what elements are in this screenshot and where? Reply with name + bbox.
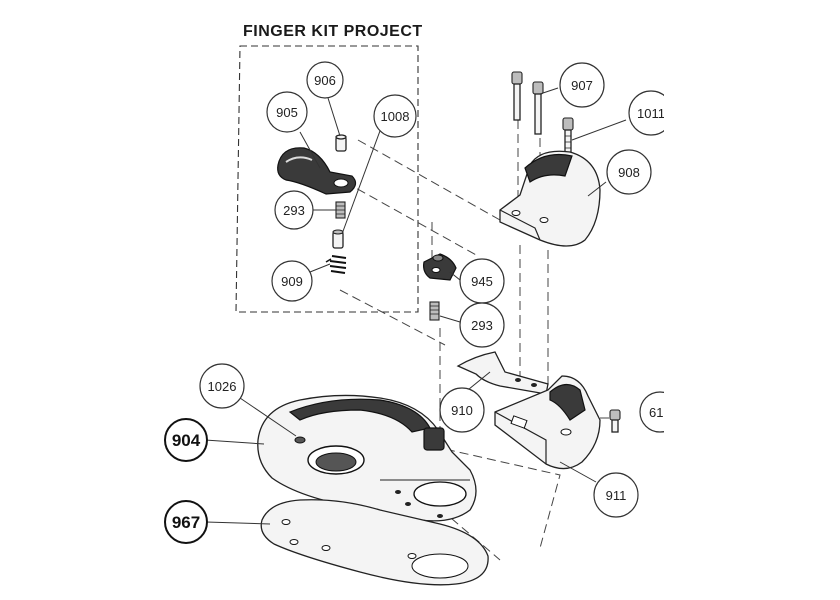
guide-line [339, 289, 446, 346]
leader-945 [449, 271, 461, 281]
leader-911 [559, 461, 597, 483]
part-911-finger-holder [494, 375, 601, 470]
callout-905: 905 [266, 91, 308, 133]
callout-1011: 1011 [628, 90, 674, 136]
part-910-finger-blade [456, 351, 549, 395]
callout-label: 905 [276, 105, 298, 120]
guide-line [344, 181, 479, 257]
callout-1026: 1026 [199, 363, 245, 409]
finger-kit-boundary [235, 45, 419, 313]
callout-label: 293 [283, 203, 305, 218]
part-904-base-plate [257, 394, 477, 522]
part-906-sleeve [335, 134, 347, 152]
guide-line [404, 439, 561, 549]
callout-label: 904 [172, 431, 201, 450]
part-907-cap-screws [511, 71, 544, 135]
leader-1011 [571, 119, 627, 141]
callout-label: 1011 [637, 106, 665, 121]
callout-967: 967 [164, 500, 208, 544]
part-1011-cap-screw [562, 117, 574, 165]
leader-1008 [341, 119, 385, 235]
callout-945: 945 [459, 258, 505, 304]
callout-909: 909 [271, 260, 313, 302]
callout-293-kit: 293 [274, 190, 314, 230]
page-margin [664, 0, 840, 600]
diagram-title: FINGER KIT PROJECT [243, 23, 423, 40]
callout-910: 910 [439, 387, 485, 433]
callout-label: 908 [618, 165, 640, 180]
leader-967 [205, 521, 271, 525]
callout-label: 907 [571, 78, 593, 93]
leader-293 [439, 315, 461, 323]
part-967-bottom-plate [260, 499, 489, 586]
leader-905 [299, 131, 321, 169]
callout-label: 910 [451, 403, 473, 418]
callout-label: 967 [172, 513, 200, 532]
callout-label: 909 [281, 274, 303, 289]
callout-908: 908 [606, 149, 652, 195]
callout-label: 1008 [381, 109, 410, 124]
part-1008-pin [332, 229, 344, 249]
callout-904: 904 [164, 418, 208, 462]
leader-909 [309, 263, 331, 273]
part-293-set-screw-kit [335, 201, 346, 219]
callout-293: 293 [459, 302, 505, 348]
callout-906: 906 [306, 61, 344, 99]
leader-907 [539, 87, 559, 95]
callout-label: 1026 [208, 379, 237, 394]
callout-1008: 1008 [373, 94, 417, 138]
leader-904 [204, 439, 265, 445]
part-909-spring [325, 255, 347, 274]
part-908-housing [499, 150, 601, 247]
callout-label: 293 [471, 318, 493, 333]
guide-line [357, 139, 501, 221]
callout-label: 911 [606, 488, 627, 503]
leader-1026 [239, 397, 297, 437]
callout-907: 907 [559, 62, 605, 108]
part-905-finger-lever [277, 147, 357, 195]
leader-906 [327, 97, 341, 137]
callout-label: 906 [314, 73, 336, 88]
callout-label: 945 [471, 274, 493, 289]
callout-911: 911 [593, 472, 639, 518]
part-945-cam [423, 253, 457, 281]
part-293-set-screw [429, 301, 440, 321]
part-619-screw [609, 409, 621, 433]
leader-lines [204, 87, 627, 525]
leader-908 [587, 181, 607, 197]
